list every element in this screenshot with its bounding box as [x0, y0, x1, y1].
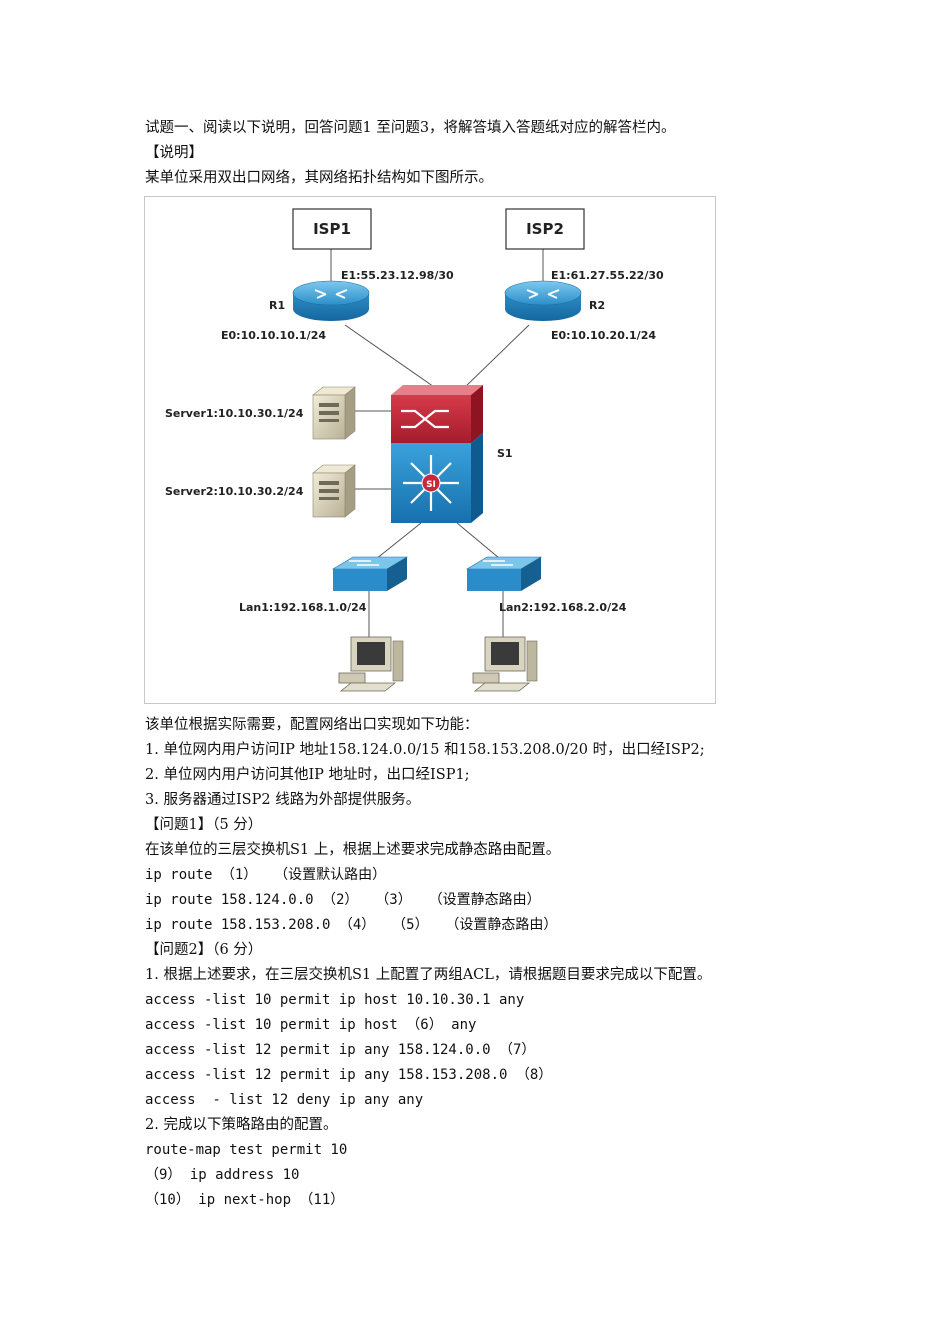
isp2-box: ISP2: [505, 208, 585, 250]
server1-icon: [312, 386, 356, 440]
lan2-label: Lan2:192.168.2.0/24: [499, 601, 627, 614]
router-r1-icon: [292, 280, 370, 321]
svg-text:ISP1: ISP1: [313, 220, 351, 238]
router-r2-icon: [504, 280, 582, 321]
question-1-code-1: ip route （1） （设置默认路由）: [145, 867, 387, 883]
lan1-switch-icon: [331, 556, 409, 591]
requirement-2: 2. 单位网内用户访问其他IP 地址时，出口经ISP1;: [145, 767, 470, 783]
question-1-code-3: ip route 158.153.208.0 （4） （5） （设置静态路由）: [145, 917, 558, 933]
isp1-box: ISP1: [292, 208, 372, 250]
r1-e0-label: E0:10.10.10.1/24: [221, 329, 326, 342]
question-1-heading: 【问题1】（5 分）: [145, 817, 263, 833]
r1-s1-link: [344, 324, 438, 390]
lan1-label: Lan1:192.168.1.0/24: [239, 601, 367, 614]
svg-text:SI: SI: [426, 480, 436, 490]
question-2-text: 1. 根据上述要求，在三层交换机S1 上配置了两组ACL，请根据题目要求完成以下…: [145, 967, 712, 983]
network-topology-figure: ISP1 ISP2 E1:55.23.12.98/30 E1:61.27.55.…: [144, 196, 716, 704]
acl-line-1: access -list 10 permit ip host 10.10.30.…: [145, 992, 525, 1008]
core-switch-s1-icon: SI: [391, 385, 483, 523]
s1-lan1-switch-link: [370, 522, 422, 564]
r2-label: R2: [589, 299, 605, 312]
lan2-switch-icon: [465, 556, 543, 591]
s1-lan2-switch-link: [456, 522, 506, 564]
question-2-heading: 【问题2】（6 分）: [145, 942, 263, 958]
explain-heading: 【说明】: [145, 145, 203, 161]
r2-e1-label: E1:61.27.55.22/30: [551, 269, 664, 282]
network-topology-diagram: ISP1 ISP2 E1:55.23.12.98/30 E1:61.27.55.…: [165, 208, 664, 692]
lan1-pc-icon: [338, 636, 404, 692]
route-map-line-3: （10） ip next-hop （11）: [145, 1192, 345, 1208]
r2-s1-link: [462, 324, 530, 390]
svg-text:ISP2: ISP2: [526, 220, 564, 238]
requirement-1: 1. 单位网内用户访问IP 地址158.124.0.0/15 和158.153.…: [145, 742, 705, 758]
acl-line-5: access - list 12 deny ip any any: [145, 1092, 424, 1108]
route-map-line-1: route-map test permit 10: [145, 1142, 348, 1158]
acl-line-2: access -list 10 permit ip host （6） any: [145, 1017, 477, 1033]
acl-line-4: access -list 12 permit ip any 158.153.20…: [145, 1067, 553, 1083]
explain-text: 某单位采用双出口网络，其网络拓扑结构如下图所示。: [145, 170, 493, 186]
question-1-text: 在该单位的三层交换机S1 上，根据上述要求完成静态路由配置。: [145, 842, 561, 858]
route-map-line-2: （9） ip address 10: [145, 1167, 300, 1183]
after-figure-text: 该单位根据实际需要，配置网络出口实现如下功能：: [145, 717, 479, 733]
r1-e1-label: E1:55.23.12.98/30: [341, 269, 454, 282]
intro-text: 试题一、阅读以下说明，回答问题1 至问题3，将解答填入答题纸对应的解答栏内。: [145, 120, 676, 136]
r1-label: R1: [269, 299, 285, 312]
server2-icon: [312, 464, 356, 518]
s1-label: S1: [497, 447, 513, 460]
question-2-text-2: 2. 完成以下策略路由的配置。: [145, 1117, 338, 1133]
server1-label: Server1:10.10.30.1/24: [165, 407, 304, 420]
requirement-3: 3. 服务器通过ISP2 线路为外部提供服务。: [145, 792, 421, 808]
question-1-code-2: ip route 158.124.0.0 （2） （3） （设置静态路由）: [145, 892, 541, 908]
r2-e0-label: E0:10.10.20.1/24: [551, 329, 656, 342]
acl-line-3: access -list 12 permit ip any 158.124.0.…: [145, 1042, 536, 1058]
lan2-pc-icon: [472, 636, 538, 692]
server2-label: Server2:10.10.30.2/24: [165, 485, 304, 498]
